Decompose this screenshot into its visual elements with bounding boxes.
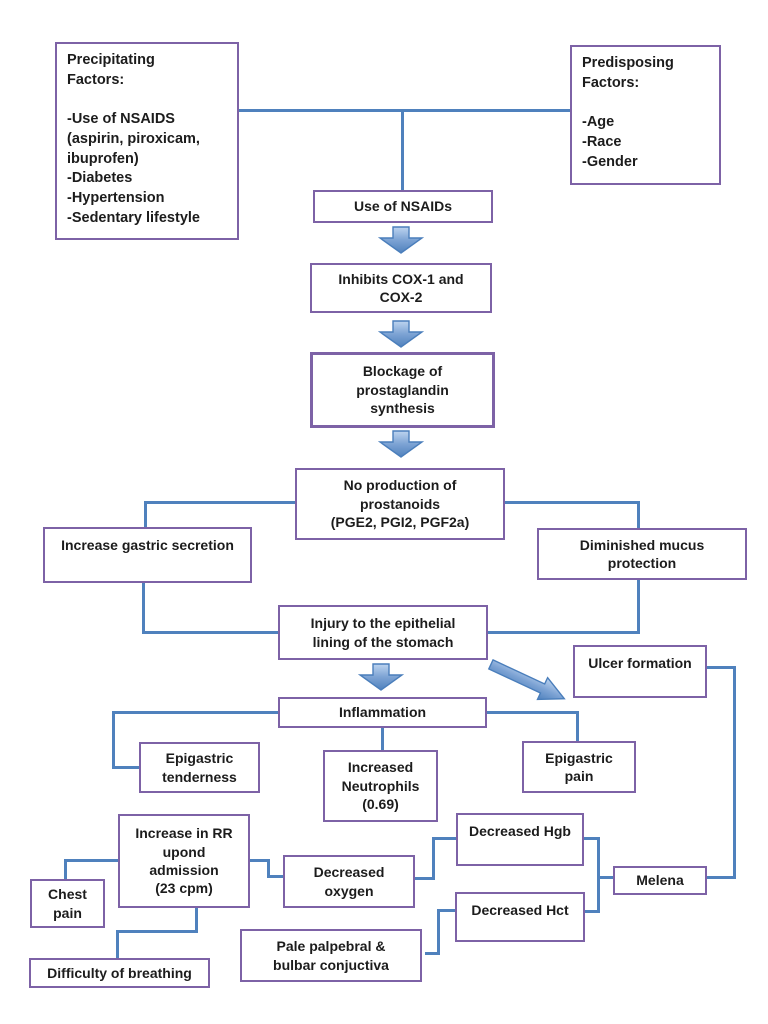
node-blockage-prostaglandin: Blockage of prostaglandin synthesis <box>310 352 495 428</box>
node-injury-epithelial-lining: Injury to the epithelial lining of the s… <box>278 605 488 660</box>
connector-line <box>195 908 198 933</box>
connector-line <box>576 711 579 741</box>
node-inhibits-cox: Inhibits COX-1 and COX-2 <box>310 263 492 313</box>
node-epigastric-pain: Epigastric pain <box>522 741 636 793</box>
connector-line <box>381 728 384 750</box>
connector-line <box>487 631 640 634</box>
node-increased-neutrophils: Increased Neutrophils (0.69) <box>323 750 438 822</box>
connector-line <box>142 583 145 634</box>
connector-line <box>437 909 455 912</box>
connector-line <box>432 837 456 840</box>
connector-line <box>112 711 278 714</box>
node-diminished-mucus-protection: Diminished mucus protection <box>537 528 747 580</box>
node-label: No production of prostanoids (PGE2, PGI2… <box>330 477 470 531</box>
node-difficulty-of-breathing: Difficulty of breathing <box>29 958 210 988</box>
node-label: Difficulty of breathing <box>47 964 192 981</box>
connector-line <box>733 666 736 879</box>
node-label: Decreased Hct <box>471 902 569 918</box>
down-arrow-icon <box>378 226 424 254</box>
connector-line <box>116 930 198 933</box>
connector-line <box>415 877 435 880</box>
node-use-of-nsaids: Use of NSAIDs <box>313 190 493 223</box>
node-label: Increase gastric secretion <box>61 537 234 553</box>
node-label: Ulcer formation <box>588 655 692 671</box>
node-no-production-prostanoids: No production of prostanoids (PGE2, PGI2… <box>295 468 505 540</box>
node-label: Epigastric tenderness <box>162 750 237 785</box>
node-label: Precipitating Factors: -Use of NSAIDS (a… <box>67 52 200 226</box>
connector-line <box>707 876 734 879</box>
connector-line <box>66 859 118 862</box>
connector-line <box>425 952 440 955</box>
node-label: Chest pain <box>48 886 87 921</box>
connector-line <box>64 859 67 879</box>
connector-line <box>267 875 283 878</box>
node-epigastric-tenderness: Epigastric tenderness <box>139 742 260 793</box>
connector-line <box>505 501 640 504</box>
connector-line <box>142 631 278 634</box>
node-precipitating-factors: Precipitating Factors: -Use of NSAIDS (a… <box>55 42 239 240</box>
node-label: Blockage of prostaglandin synthesis <box>356 363 449 417</box>
node-ulcer-formation: Ulcer formation <box>573 645 707 698</box>
node-inflammation: Inflammation <box>278 697 487 728</box>
node-label: Increased Neutrophils (0.69) <box>341 759 420 813</box>
connector-line <box>144 501 295 504</box>
node-decreased-oxygen: Decreased oxygen <box>283 855 415 908</box>
connector-line <box>250 859 270 862</box>
node-decreased-hgb: Decreased Hgb <box>456 813 584 866</box>
connector-line <box>597 876 613 879</box>
diagonal-arrow-icon <box>487 658 566 701</box>
connector-line <box>116 930 119 958</box>
node-label: Diminished mucus protection <box>579 536 705 571</box>
node-melena: Melena <box>613 866 707 895</box>
down-arrow-icon <box>358 663 404 691</box>
node-pale-palpebral-conjuctiva: Pale palpebral & bulbar conjuctiva <box>240 929 422 982</box>
node-decreased-hct: Decreased Hct <box>455 892 585 942</box>
node-label: Use of NSAIDs <box>353 198 453 215</box>
connector-line <box>597 837 600 913</box>
connector-line <box>637 501 640 528</box>
node-label: Increase in RR upond admission (23 cpm) <box>135 825 233 897</box>
node-predisposing-factors: Predisposing Factors: -Age -Race -Gender <box>570 45 721 185</box>
connector-line <box>432 838 435 880</box>
node-label: Pale palpebral & bulbar conjuctiva <box>273 938 389 973</box>
connector-line <box>401 110 404 190</box>
connector-line <box>267 859 270 878</box>
connector-line <box>437 910 440 955</box>
connector-line <box>112 766 139 769</box>
node-label: Epigastric pain <box>545 749 613 784</box>
connector-line <box>585 910 597 913</box>
connector-line <box>707 666 736 669</box>
node-label: Injury to the epithelial lining of the s… <box>310 615 456 650</box>
connector-line <box>144 501 147 527</box>
node-label: Inflammation <box>338 704 427 721</box>
connector-line <box>487 711 579 714</box>
node-label: Decreased oxygen <box>313 864 385 899</box>
node-label: Melena <box>636 872 684 889</box>
connector-line <box>112 711 115 769</box>
down-arrow-icon <box>378 430 424 458</box>
down-arrow-icon <box>378 320 424 348</box>
node-label: Predisposing Factors: -Age -Race -Gender <box>582 55 674 170</box>
connector-line <box>637 580 640 634</box>
node-label: Inhibits COX-1 and COX-2 <box>338 270 464 305</box>
connector-line <box>584 837 600 840</box>
node-increase-gastric-secretion: Increase gastric secretion <box>43 527 252 583</box>
node-chest-pain: Chest pain <box>30 879 105 928</box>
node-label: Decreased Hgb <box>469 823 571 839</box>
node-increase-in-rr: Increase in RR upond admission (23 cpm) <box>118 814 250 908</box>
